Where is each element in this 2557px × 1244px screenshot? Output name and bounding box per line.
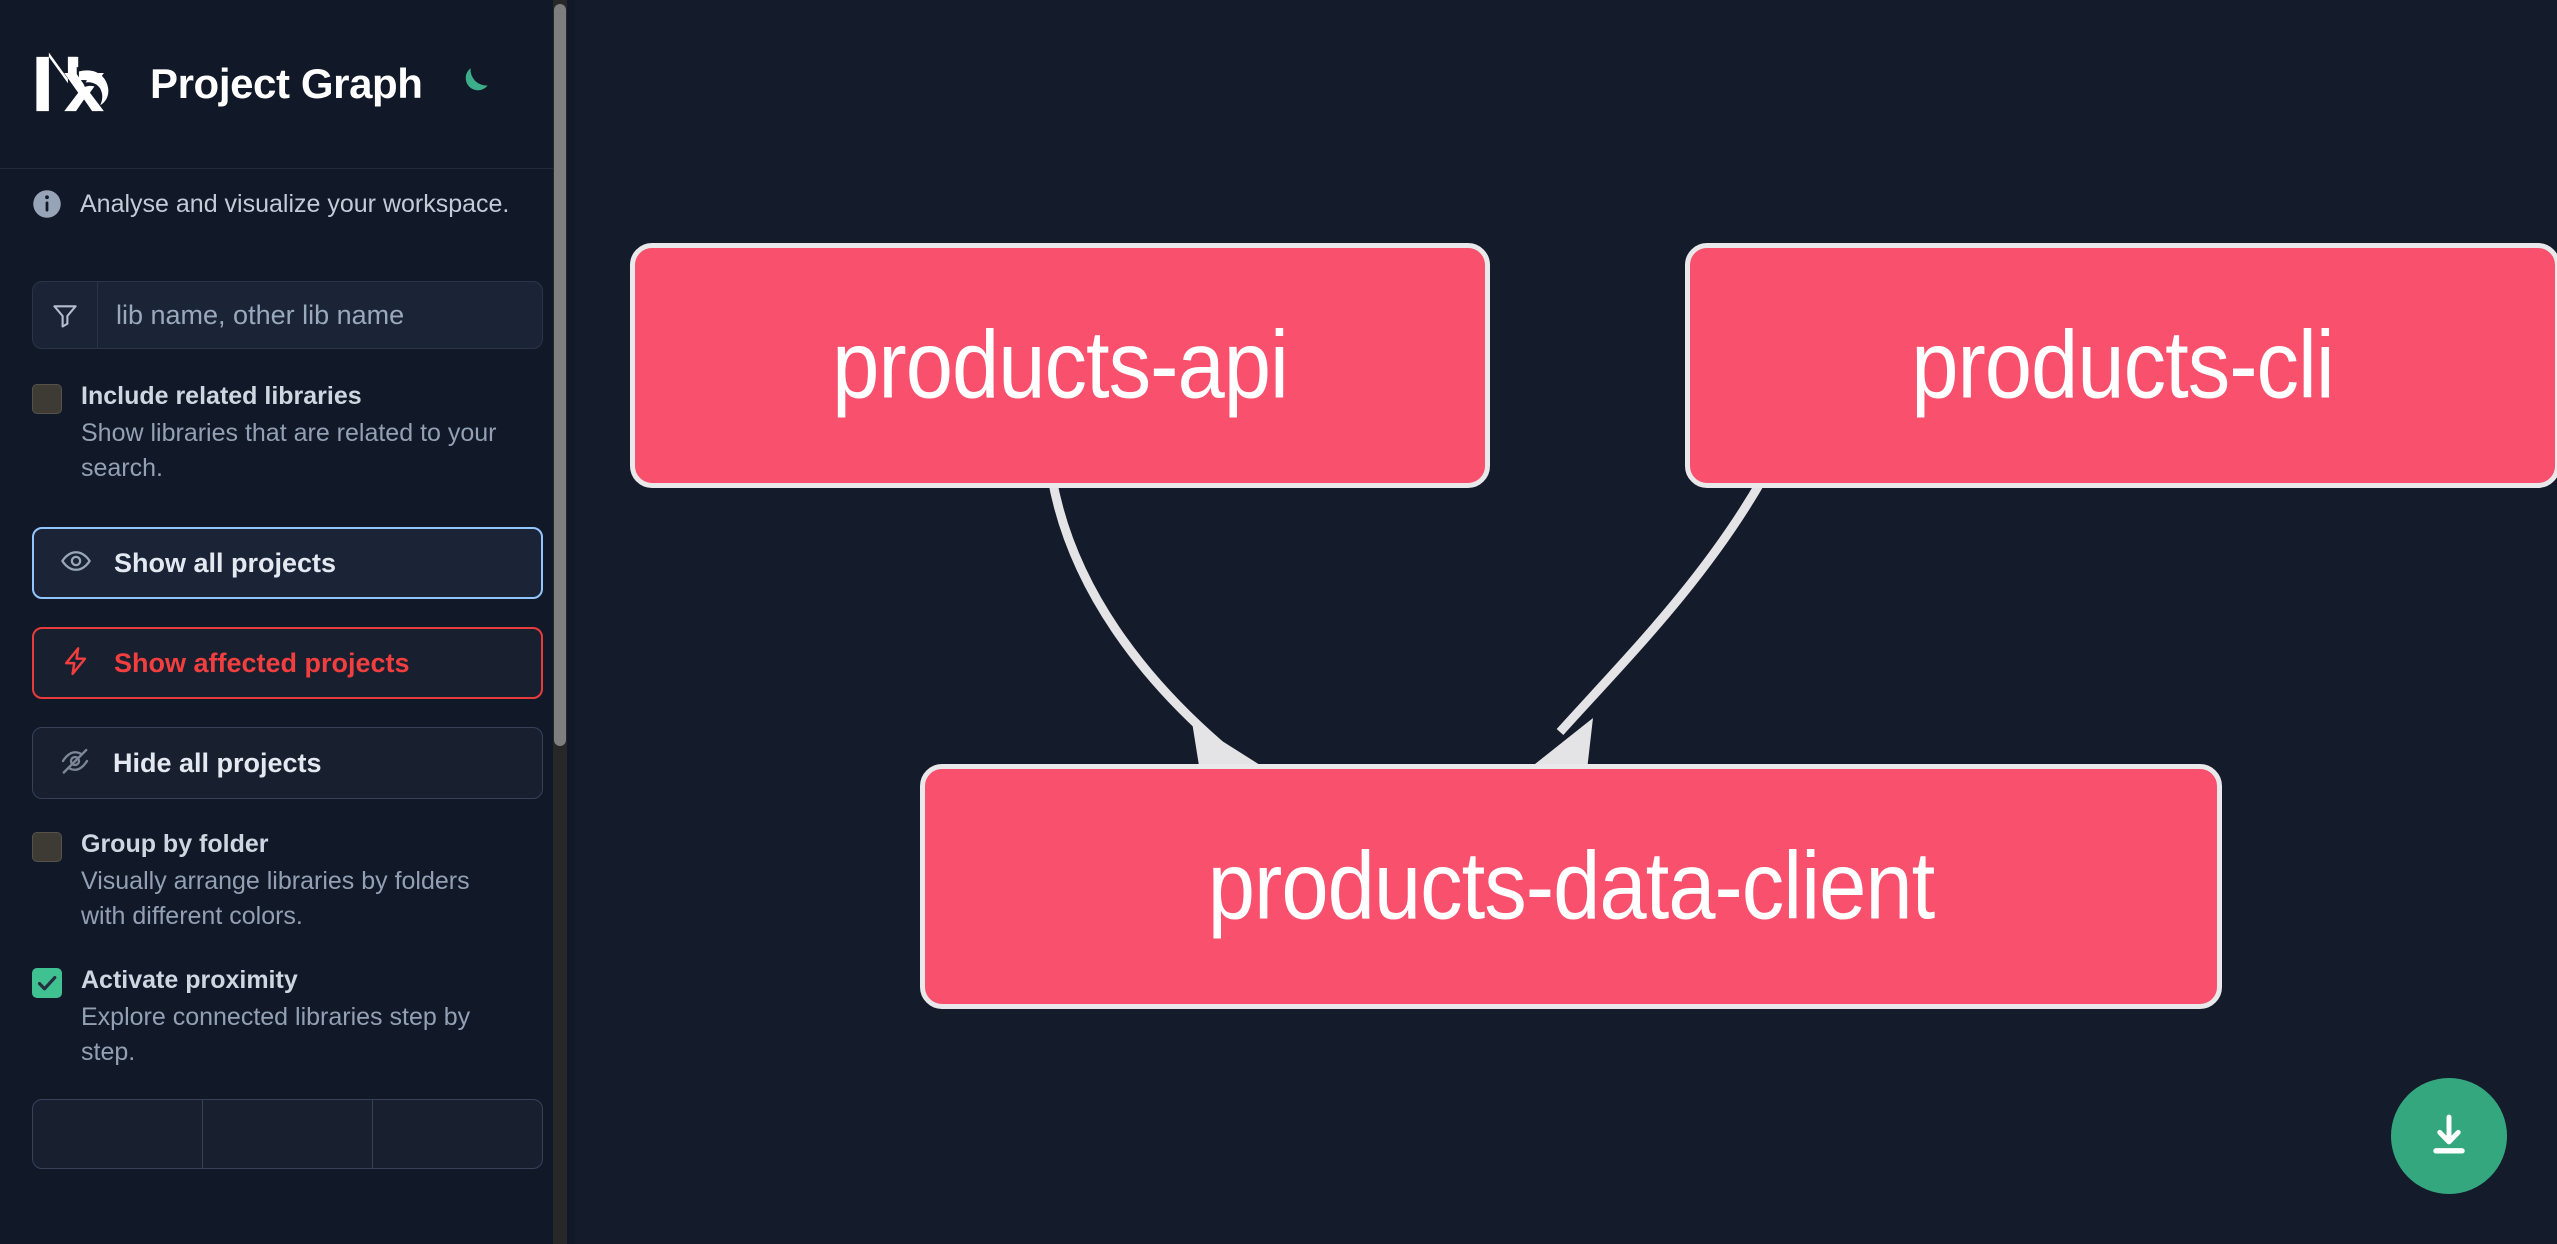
moon-icon[interactable] <box>449 61 495 107</box>
segment-option-2[interactable] <box>203 1100 373 1168</box>
activate-proximity-description: Explore connected libraries step by step… <box>81 1003 471 1066</box>
graph-node-products-cli[interactable]: products-cli <box>1685 243 2557 488</box>
include-related-libraries-label: Include related libraries <box>81 382 362 410</box>
sidebar: Project Graph <box>0 0 575 1244</box>
activate-proximity-texts: Activate proximity Explore connected lib… <box>81 963 499 1069</box>
search-input[interactable] <box>98 282 542 348</box>
text-filter-segmented-control[interactable] <box>32 1099 543 1169</box>
graph-node-label: products-data-client <box>1207 833 1935 940</box>
show-all-projects-button[interactable]: Show all projects <box>32 527 543 599</box>
group-by-folder-texts: Group by folder Visually arrange librari… <box>81 827 499 933</box>
group-by-folder-checkbox[interactable] <box>32 832 62 862</box>
show-all-projects-label: Show all projects <box>114 547 337 578</box>
edge-products-api-to-products-data-client <box>1047 477 1223 749</box>
hide-all-projects-label: Hide all projects <box>113 747 322 778</box>
filter-funnel-icon[interactable] <box>33 282 98 348</box>
segment-option-3[interactable] <box>373 1100 542 1168</box>
edge-products-cli-to-products-data-client <box>1556 475 1767 736</box>
download-image-button[interactable] <box>2391 1078 2507 1194</box>
activate-proximity-option[interactable]: Activate proximity Explore connected lib… <box>32 963 543 1069</box>
graph-node-products-api[interactable]: products-api <box>630 243 1490 488</box>
search-field[interactable] <box>32 281 543 349</box>
sidebar-scrollbar-thumb[interactable] <box>554 4 566 746</box>
graph-canvas[interactable]: products-api products-cli products-data-… <box>575 0 2557 1244</box>
download-icon <box>2433 1114 2465 1154</box>
graph-node-products-data-client[interactable]: products-data-client <box>920 764 2222 1009</box>
include-related-libraries-texts: Include related libraries Show libraries… <box>81 379 499 485</box>
include-related-libraries-description: Show libraries that are related to your … <box>81 419 497 482</box>
edge-arrowhead-left <box>1192 722 1260 772</box>
hide-all-projects-button[interactable]: Hide all projects <box>32 727 543 799</box>
segment-option-1[interactable] <box>33 1100 203 1168</box>
eye-icon <box>60 545 92 582</box>
lightning-bolt-icon <box>60 645 92 682</box>
sidebar-body: Analyse and visualize your workspace. <box>0 169 575 1169</box>
group-by-folder-option[interactable]: Group by folder Visually arrange librari… <box>32 827 543 933</box>
tagline-text: Analyse and visualize your workspace. <box>80 189 510 218</box>
group-by-folder-label: Group by folder <box>81 830 269 858</box>
sidebar-scrollbar[interactable] <box>553 0 567 1244</box>
show-affected-projects-button[interactable]: Show affected projects <box>32 627 543 699</box>
activate-proximity-label: Activate proximity <box>81 966 298 994</box>
info-icon <box>32 189 62 219</box>
graph-edges-layer <box>1047 475 1767 772</box>
graph-node-label: products-api <box>832 312 1289 419</box>
graph-node-label: products-cli <box>1911 312 2335 419</box>
sidebar-scroll-container[interactable]: Project Graph <box>0 0 575 1244</box>
nx-logo-icon <box>32 51 120 117</box>
group-by-folder-description: Visually arrange libraries by folders wi… <box>81 867 470 930</box>
sidebar-header: Project Graph <box>0 0 575 169</box>
tagline-row: Analyse and visualize your workspace. <box>32 169 543 231</box>
include-related-libraries-option[interactable]: Include related libraries Show libraries… <box>32 379 543 485</box>
sidebar-edge <box>567 0 575 1244</box>
project-visibility-buttons: Show all projects Show affected projects <box>32 527 543 799</box>
page-title: Project Graph <box>150 60 423 107</box>
edge-arrowhead-right <box>1530 718 1593 770</box>
include-related-libraries-checkbox[interactable] <box>32 384 62 414</box>
show-affected-projects-label: Show affected projects <box>114 647 410 678</box>
eye-off-icon <box>59 745 91 782</box>
activate-proximity-checkbox[interactable] <box>32 968 62 998</box>
